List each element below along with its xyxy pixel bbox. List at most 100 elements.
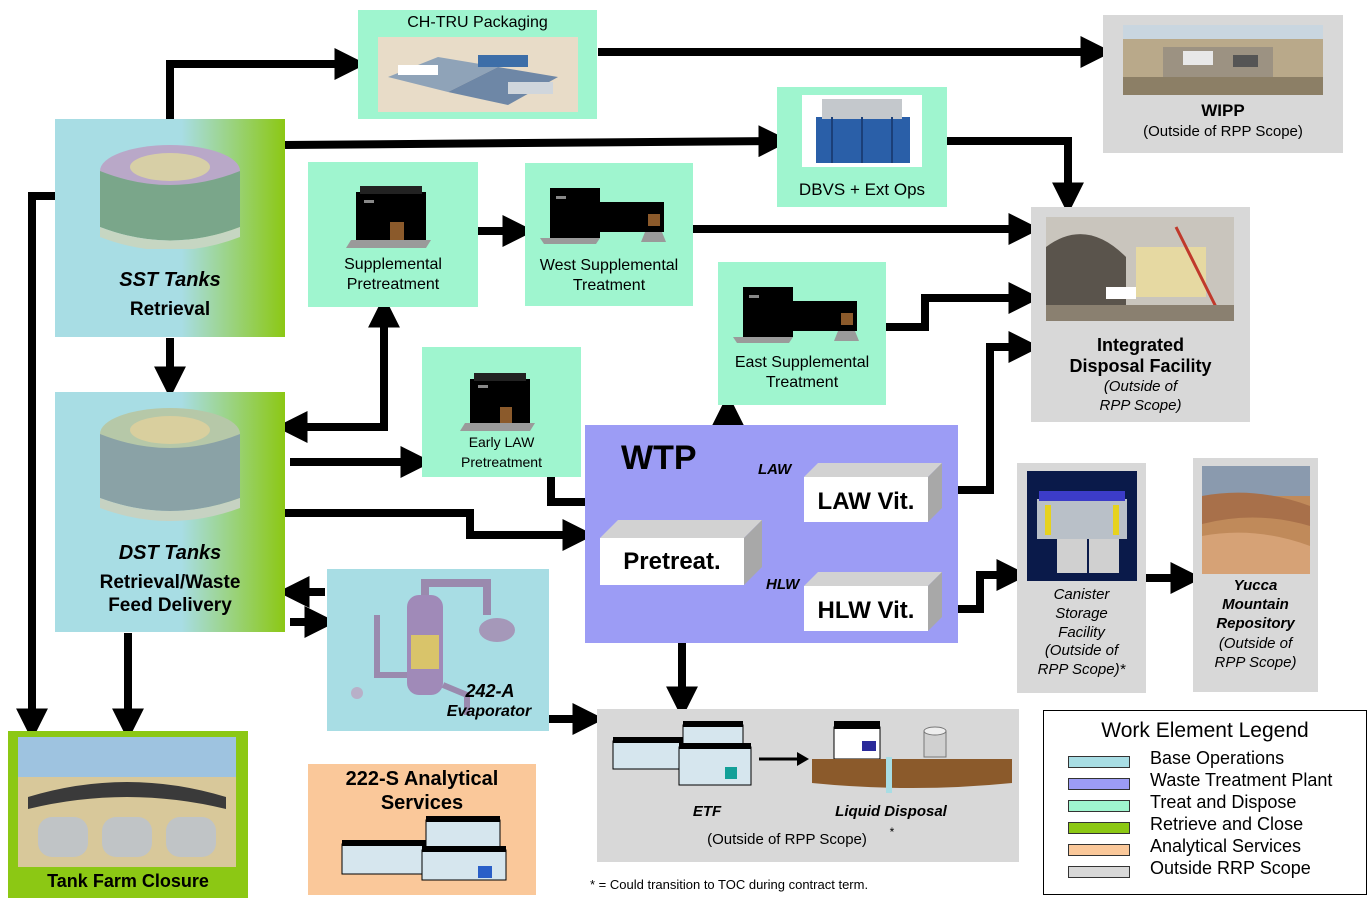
wtp-law-vit-label: LAW Vit.: [817, 488, 915, 515]
closure-image: [18, 737, 236, 867]
csf-line1: Canister: [1053, 586, 1110, 603]
supp-pre-building-icon: [346, 186, 431, 248]
arrow-dst-to-pretreat: [285, 509, 595, 551]
analytical-building-icon: [341, 816, 507, 881]
legend-swatch: [1068, 778, 1130, 790]
evap-line2: Evaporator: [446, 703, 532, 720]
west-supp-line1: West Supplemental: [539, 257, 679, 274]
west-supp-building-icon: [540, 188, 666, 244]
csf-line3: Facility: [1058, 624, 1105, 641]
liquid-disposal-icon: [812, 721, 1012, 793]
legend-item-label: Base Operations: [1150, 748, 1285, 768]
etf-small-arrow: [759, 752, 809, 766]
etf-label: ETF: [692, 803, 722, 820]
evaporator-image: [351, 579, 515, 715]
evap-line1: 242-A: [465, 681, 515, 701]
early-law-line2: Pretreatment: [461, 454, 542, 470]
legend-item-label: Retrieve and Close: [1150, 814, 1304, 834]
yucca-line3: Repository: [1216, 615, 1295, 632]
wipp-node: WIPP (Outside of RPP Scope): [1103, 15, 1343, 153]
early-law-pretreatment-node: Early LAW Pretreatment: [422, 347, 581, 477]
legend-item-label: Treat and Dispose: [1150, 792, 1297, 812]
idf-line1: Integrated: [1096, 335, 1184, 355]
wtp-hlw-vit-label: HLW Vit.: [817, 597, 915, 624]
dbvs-node: DBVS + Ext Ops: [777, 87, 947, 207]
east-supplemental-treatment-node: East Supplemental Treatment: [718, 262, 886, 405]
arrow-lawvit-to-idf: [958, 331, 1041, 494]
arrow-east-to-idf: [886, 282, 1041, 331]
csf-line5: RPP Scope)*: [1037, 661, 1126, 678]
wtp-hlw-tag: HLW: [766, 576, 800, 593]
sst-tank-image: [100, 145, 240, 249]
etf-note-star: *: [889, 825, 895, 839]
liquid-disposal-label: Liquid Disposal: [835, 803, 947, 820]
wtp-title: WTP: [621, 439, 697, 477]
dst-title: DST Tanks: [118, 542, 222, 564]
sst-title: SST Tanks: [119, 269, 221, 291]
dbvs-label: DBVS + Ext Ops: [798, 180, 926, 199]
closure-label: Tank Farm Closure: [47, 871, 209, 891]
analytical-line1: 222-S Analytical: [345, 768, 499, 790]
supp-pre-line2: Pretreatment: [346, 276, 440, 293]
east-supp-line1: East Supplemental: [734, 354, 870, 371]
evaporator-node: 242-A Evaporator: [327, 569, 549, 731]
arrow-dbvs-to-idf: [947, 137, 1084, 215]
legend-swatch: [1068, 866, 1130, 878]
dbvs-image: [802, 95, 922, 167]
csf-line4: (Outside of: [1044, 642, 1119, 659]
east-supp-line2: Treatment: [765, 374, 839, 391]
legend-item-label: Waste Treatment Plant: [1150, 770, 1333, 790]
supp-pre-line1: Supplemental: [344, 256, 442, 273]
ch-tru-label: CH-TRU Packaging: [407, 14, 548, 31]
legend-swatch: [1068, 844, 1130, 856]
dst-tank-image: [100, 408, 240, 521]
etf-building-icon: [612, 721, 752, 786]
legend-swatch: [1068, 800, 1130, 812]
yucca-line4: (Outside of: [1218, 635, 1293, 652]
arrow-hlwvit-to-csf: [944, 559, 1029, 613]
etf-note: (Outside of RPP Scope): [707, 831, 867, 848]
yucca-image: [1202, 466, 1310, 574]
legend-item-label: Outside RRP Scope: [1150, 858, 1311, 878]
west-supp-line2: Treatment: [572, 277, 646, 294]
arrow-sst-to-chtru: [166, 48, 367, 120]
yucca-line1: Yucca: [1233, 577, 1278, 594]
dst-subtitle-line1: Retrieval/Waste: [99, 572, 241, 593]
legend-title: Work Element Legend: [1101, 719, 1309, 742]
dst-tanks-node: DST Tanks Retrieval/Waste Feed Delivery: [55, 392, 285, 632]
sst-tanks-node: SST Tanks Retrieval: [55, 119, 285, 337]
wtp-law-tag: LAW: [758, 461, 792, 478]
wipp-note: (Outside of RPP Scope): [1143, 123, 1303, 140]
analytical-line2: Services: [380, 792, 464, 814]
ch-tru-packaging-node: CH-TRU Packaging: [358, 10, 597, 119]
arrow-sst-to-dbvs: [284, 125, 791, 158]
footnote: * = Could transition to TOC during contr…: [590, 877, 869, 892]
integrated-disposal-facility-node: Integrated Disposal Facility (Outside of…: [1031, 207, 1250, 422]
chtru-facility-image: [378, 37, 578, 112]
analytical-services-node: 222-S Analytical Services: [308, 764, 536, 895]
wipp-title: WIPP: [1201, 101, 1245, 120]
csf-image: [1027, 471, 1137, 581]
idf-line2: Disposal Facility: [1069, 356, 1212, 376]
early-law-line1: Early LAW: [468, 434, 535, 450]
arrow-sst-to-closure: [16, 192, 55, 741]
sst-subtitle: Retrieval: [129, 299, 211, 320]
west-supplemental-treatment-node: West Supplemental Treatment: [525, 163, 693, 306]
idf-note1: (Outside of: [1103, 378, 1178, 395]
east-supp-building-icon: [733, 287, 859, 343]
wtp-pretreat-label: Pretreat.: [623, 548, 721, 575]
early-law-building-icon: [460, 373, 535, 431]
legend-item-label: Analytical Services: [1150, 836, 1302, 856]
yucca-mountain-node: Yucca Mountain Repository (Outside of RP…: [1193, 458, 1318, 692]
legend-swatch: [1068, 822, 1130, 834]
canister-storage-facility-node: Canister Storage Facility (Outside of RP…: [1017, 463, 1146, 693]
idf-image: [1046, 217, 1234, 321]
csf-line2: Storage: [1055, 605, 1108, 622]
dst-subtitle-line2: Feed Delivery: [108, 595, 232, 616]
tank-farm-closure-node: Tank Farm Closure: [8, 731, 248, 898]
supplemental-pretreatment-node: Supplemental Pretreatment: [308, 162, 478, 307]
